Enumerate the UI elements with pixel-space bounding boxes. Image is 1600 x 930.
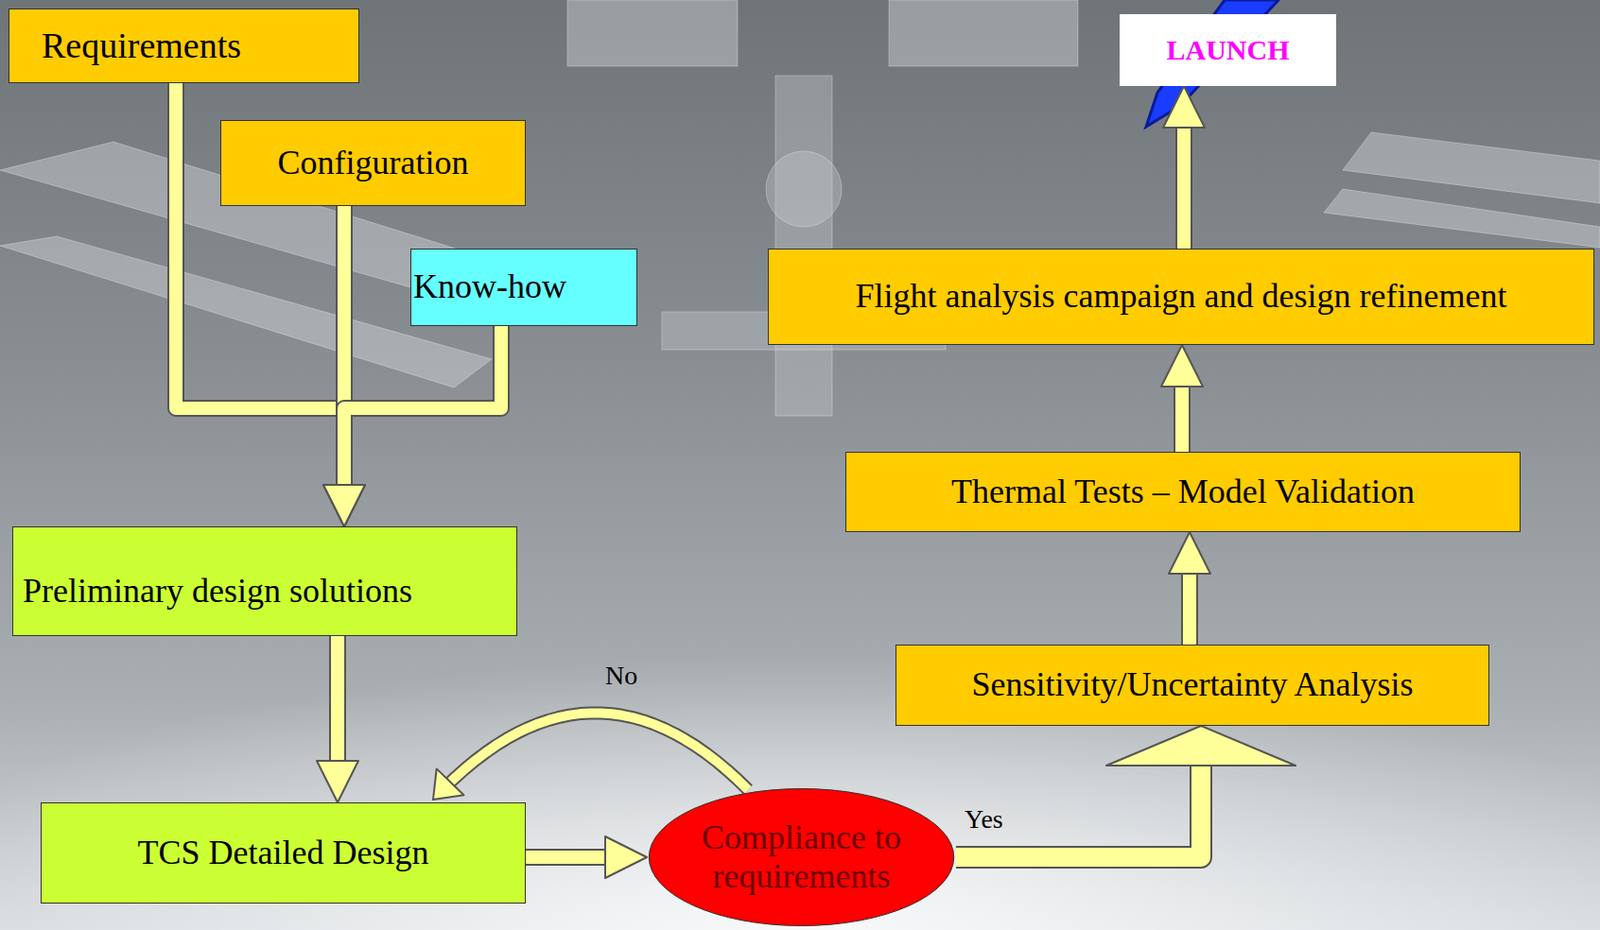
arrow-shaft: [525, 851, 606, 865]
edge-label: Yes: [964, 805, 1004, 835]
node-text: Sensitivity/Uncertainty Analysis: [972, 665, 1414, 705]
arrow-outline: [525, 849, 606, 867]
flow-arrow: [1168, 532, 1211, 645]
arrow-head: [1168, 532, 1211, 574]
arrow-head: [1161, 345, 1203, 387]
node-text: Thermal Tests – Model Validation: [951, 472, 1415, 512]
arrow-head: [323, 485, 366, 527]
flow-arrow: [316, 636, 359, 803]
arrow-shaft: [1177, 127, 1191, 249]
input-box: Know-how: [410, 248, 638, 327]
arrow-head: [605, 836, 647, 879]
flow-arrow: [1161, 345, 1203, 453]
solar-arrays: [0, 0, 1600, 388]
edge-label: No: [605, 661, 638, 692]
arrow-outline: [956, 765, 1201, 858]
flow-arrow: [433, 713, 748, 800]
decision-ellipse: Compliance to requirements: [646, 787, 957, 928]
process-box: Configuration: [220, 120, 526, 207]
process-box: Requirements: [8, 8, 360, 84]
arrow-outline: [344, 326, 502, 486]
arrow-shaft: [443, 713, 748, 790]
flow-arrow: [323, 326, 502, 527]
flow-arrow: [956, 726, 1296, 858]
arrow-shaft: [1175, 386, 1189, 453]
flow-arrow: [525, 836, 647, 879]
node-text: Configuration: [278, 143, 470, 183]
station-truss: [661, 75, 946, 417]
arrow-outline: [329, 636, 347, 762]
design-box: Preliminary design solutions: [12, 526, 518, 637]
node-text: Flight analysis campaign and design refi…: [855, 277, 1508, 316]
process-box: Sensitivity/Uncertainty Analysis: [895, 644, 1490, 727]
node-text: Requirements: [41, 25, 242, 68]
arrow-head: [316, 761, 359, 803]
arrow-shaft: [344, 326, 502, 486]
arrow-shaft: [330, 636, 345, 762]
flow-arrow: [1163, 86, 1205, 249]
node-text: Compliance to requirements: [683, 818, 921, 898]
node-text: Preliminary design solutions: [22, 572, 413, 611]
launch-box: LAUNCH: [1119, 14, 1337, 87]
arrow-head: [1106, 726, 1296, 766]
process-box: Flight analysis campaign and design refi…: [767, 248, 1595, 346]
node-text: LAUNCH: [1165, 34, 1289, 68]
process-box: Thermal Tests – Model Validation: [845, 452, 1521, 533]
arrow-head: [433, 768, 465, 800]
design-box: TCS Detailed Design: [40, 802, 526, 905]
earth-glow: [0, 472, 1600, 930]
arrow-head: [323, 485, 366, 527]
arrow-head: [1163, 86, 1205, 128]
arrow-shaft: [956, 765, 1201, 858]
node-text: TCS Detailed Design: [138, 834, 430, 873]
arrow-shaft: [1182, 573, 1197, 645]
arrow-outline: [1173, 386, 1191, 453]
arrow-outline: [1181, 573, 1199, 645]
arrow-outline: [443, 713, 748, 790]
arrow-head: [323, 485, 366, 527]
node-text: Know-how: [413, 267, 567, 307]
arrow-outline: [1175, 127, 1193, 249]
